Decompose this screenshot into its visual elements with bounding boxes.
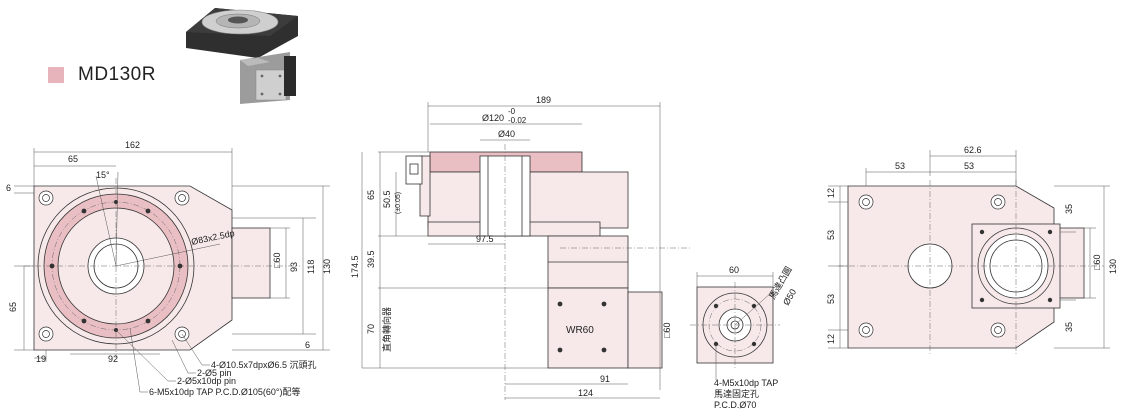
dim-12-bottom: 12 [826,334,836,344]
wr60-label: WR60 [566,325,594,336]
title-block: MD130R [48,64,156,86]
dim-60-square-bottom: □60 [1092,255,1102,270]
dim-93: 93 [289,262,299,272]
product-photo [186,8,298,104]
dim-19: 19 [36,354,46,364]
dim-62-6: 62.6 [964,145,982,155]
dim-189: 189 [536,95,551,105]
note-motor-tap: 4-M5x10dp TAP [714,378,778,388]
dim-50-5: 50.5 [382,190,392,208]
dim-91: 91 [600,374,610,384]
dim-15deg: 15° [96,170,110,180]
note-counterbore: 4-Ø10.5x7dpxØ6.5 沉頭孔 [211,360,317,370]
dim-162: 162 [125,140,140,150]
dim-50: Ø50 [781,287,798,307]
dim-60-square: □60 [272,253,282,268]
dim-60-square-side: □60 [662,323,672,338]
dim-65: 65 [366,190,376,200]
view-top-dimensions [14,148,330,393]
dim-6-left: 6 [6,183,11,193]
dim-174-5: 174.5 [350,255,360,278]
dim-60-flange: 60 [729,265,739,275]
dim-53-top-b: 53 [964,161,974,171]
note-pin-depth: 2-Ø5x10dp pin [177,376,236,386]
dim-6-right: 6 [305,340,310,350]
dim-39-5: 39.5 [366,250,376,268]
dim-65-left: 65 [8,302,18,312]
dim-35-bottom: 35 [1064,322,1074,332]
model-title: MD130R [78,64,156,85]
dim-35-top: 35 [1064,204,1074,214]
view-top [24,171,300,358]
view-bottom [838,180,1104,356]
dim-70: 70 [366,324,376,334]
dim-40: Ø40 [498,129,515,139]
view-motor-flange [690,272,780,380]
note-tap: 6-M5x10dp TAP P.C.D.Ø105(60°)配等 [149,386,301,397]
dim-120-tol-up: -0 [508,107,516,116]
dim-53-left-a: 53 [826,230,836,240]
note-motor-hole: 馬達固定孔 [714,388,759,399]
view-side-dimensions [361,102,661,399]
dim-118: 118 [306,260,316,274]
view-bottom-labels: 62.6 53 53 12 53 53 12 35 35 □60 130 [826,145,1118,344]
note-motor-pcd: P.C.D.Ø70 [714,400,756,410]
view-side [405,144,690,400]
dim-120-tol-down: -0.02 [508,116,527,125]
dim-53-top-a: 53 [895,161,905,171]
dim-12-top: 12 [826,188,836,198]
note-pin: 2-Ø5 pin [197,368,232,378]
view-bottom-dimensions [828,150,1110,349]
dim-120: Ø120 [482,113,504,123]
dim-53-left-b: 53 [826,294,836,304]
view-side-labels: 189 Ø120 -0 -0.02 Ø40 65 50.5 (±0.05) 97… [350,95,672,398]
gearbox-label: 直角轉向器 [381,307,392,352]
title-swatch [48,67,64,83]
dim-65-top: 65 [68,154,78,164]
dim-130: 130 [322,259,332,274]
dim-130-bottom: 130 [1108,259,1118,274]
dim-92: 92 [108,354,118,364]
dim-124: 124 [578,388,593,398]
dim-50-5-tol: (±0.05) [395,192,402,214]
dim-97-5: 97.5 [476,234,494,244]
